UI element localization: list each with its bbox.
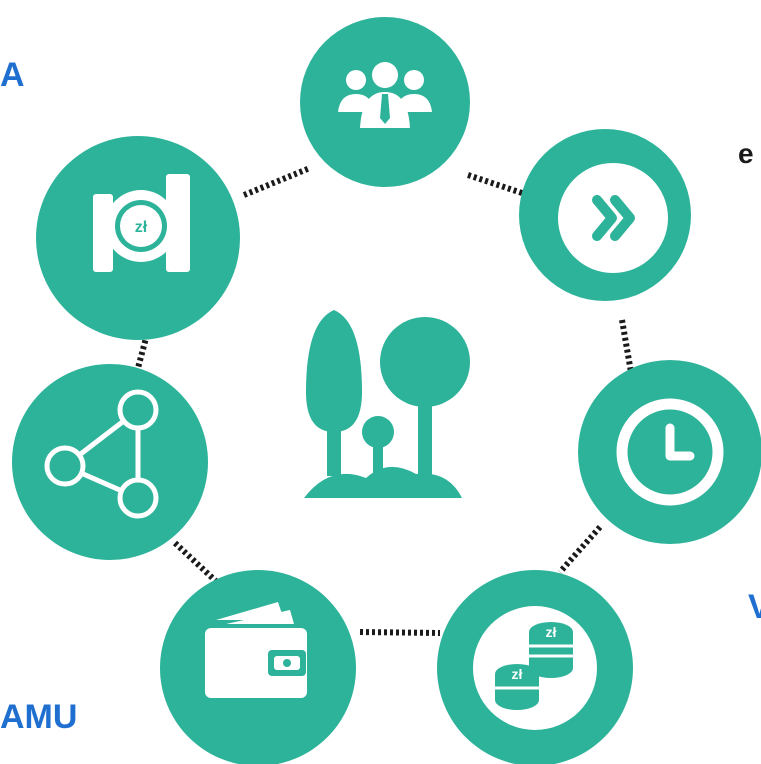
clock-icon: [616, 398, 724, 506]
connector-forward-time: [619, 319, 635, 379]
node-forward: [519, 129, 691, 301]
connector-wallet-network: [172, 540, 223, 588]
node-network: [12, 364, 208, 560]
title-fragment-top-left: A: [0, 56, 25, 94]
zloty-coin-pile-icon: zł: [93, 174, 190, 272]
title-fragment-bottom-right: V: [748, 588, 761, 626]
people-group-icon: [338, 62, 432, 128]
wallet-icon: [205, 602, 307, 698]
node-money: zł: [36, 136, 240, 340]
share-network-icon: [44, 389, 159, 519]
connector-time-coins: [557, 525, 603, 574]
node-coins: zł zł: [437, 570, 633, 764]
coin-label-top: zł: [546, 624, 557, 640]
connector-team-forward: [467, 172, 523, 196]
connector-money-team: [242, 165, 312, 198]
coin-label-center: zł: [135, 219, 148, 236]
coin-label-bottom: zł: [512, 666, 523, 682]
title-fragment-bottom-left: AMU: [0, 698, 78, 736]
node-time: [578, 360, 761, 544]
node-team: [300, 17, 470, 187]
node-wallet: [160, 570, 356, 764]
connector-coins-wallet: [359, 629, 441, 636]
trees-park-icon: [304, 310, 470, 498]
zloty-coins-stack-icon: zł zł: [473, 606, 597, 730]
title-fragment-top-right: e: [738, 138, 754, 169]
